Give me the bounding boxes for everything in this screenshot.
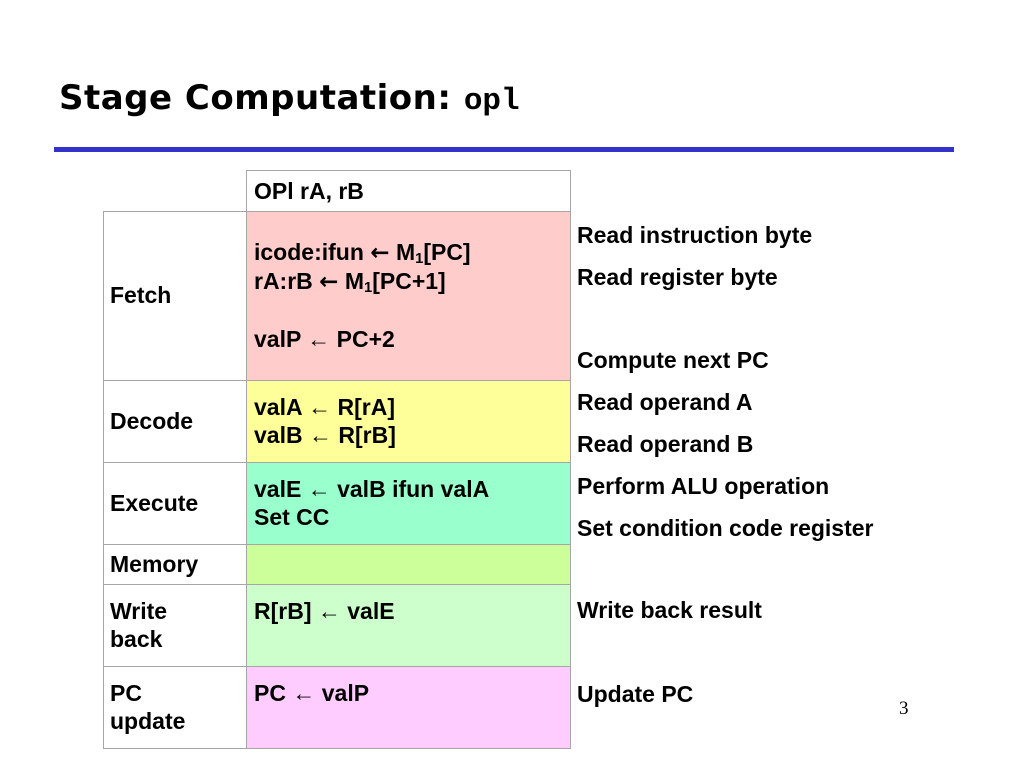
instruction-header-cell: OPl rA, rB [246, 170, 571, 212]
formula-cell-pc-update: PC ← valP [246, 666, 571, 749]
formula-text: M [395, 238, 416, 265]
formula-line-fetch-1: icode:ifun ← M1[PC] [254, 239, 570, 269]
stage-label-write-back: Write back [103, 584, 247, 667]
left-arrow-icon: ← [319, 269, 339, 296]
description-perform-alu-operation: Perform ALU operation [577, 473, 830, 499]
formula-line-fetch-2: rA:rB ← M1[PC+1] [254, 268, 570, 298]
formula-line-fetch-3: valP ← PC+2 [254, 325, 395, 352]
formula-cell-execute: valE ← valB ifun valA Set CC [246, 462, 571, 545]
description-read-register-byte: Read register byte [577, 264, 778, 290]
formula-cell-write-back: R[rB] ← valE [246, 584, 571, 667]
table-row: Decode valA ← R[rA] valB ← R[rB] [103, 380, 571, 463]
header-blank-corner [104, 171, 247, 212]
description-compute-next-pc: Compute next PC [577, 347, 769, 373]
table-row: Fetch icode:ifun ← M1[PC] rA:rB ← M1[PC+… [103, 211, 571, 381]
page-title: Stage Computation: opl [59, 78, 520, 119]
page-title-main: Stage Computation: [59, 78, 452, 118]
formula-line-execute-2: Set CC [254, 503, 330, 530]
page-title-instruction: opl [463, 84, 520, 119]
formula-subscript: 1 [415, 250, 424, 267]
formula-text: M [344, 268, 365, 295]
formula-cell-decode: valA ← R[rA] valB ← R[rB] [246, 380, 571, 463]
stage-label-line-1: Write [110, 598, 168, 625]
formula-text: icode:ifun [254, 238, 364, 265]
stage-computation-table: OPl rA, rB Fetch icode:ifun ← M1[PC] rA:… [103, 170, 571, 749]
page-number: 3 [899, 698, 909, 719]
formula-cell-memory [246, 544, 571, 585]
left-arrow-icon: ← [370, 239, 390, 266]
formula-cell-fetch: icode:ifun ← M1[PC] rA:rB ← M1[PC+1] val… [246, 211, 571, 381]
stage-label-execute: Execute [103, 462, 247, 545]
stage-label-line-2: update [110, 707, 186, 734]
table-row: Memory [103, 544, 571, 585]
table-row: Execute valE ← valB ifun valA Set CC [103, 462, 571, 545]
formula-subscript: 1 [364, 280, 373, 297]
formula-line-pc-1: PC ← valP [254, 679, 370, 706]
formula-text: [PC+1] [372, 268, 446, 295]
stage-label-pc-update: PC update [103, 666, 247, 749]
description-read-operand-b: Read operand B [577, 431, 754, 457]
description-update-pc: Update PC [577, 681, 694, 707]
table-row: PC update PC ← valP [103, 666, 571, 749]
formula-line-write-1: R[rB] ← valE [254, 597, 395, 624]
formula-line-decode-2: valB ← R[rB] [254, 421, 396, 448]
formula-line-decode-1: valA ← R[rA] [254, 393, 395, 420]
description-read-operand-a: Read operand A [577, 389, 753, 415]
title-divider [54, 147, 954, 152]
table-header-row: OPl rA, rB [104, 170, 571, 212]
formula-text: [PC] [423, 238, 471, 265]
formula-text: rA:rB [254, 268, 313, 295]
description-set-condition-code: Set condition code register [577, 515, 874, 541]
description-read-instruction-byte: Read instruction byte [577, 222, 813, 248]
stage-label-line-1: PC [110, 680, 142, 707]
stage-label-fetch: Fetch [103, 211, 247, 381]
description-write-back-result: Write back result [577, 597, 762, 623]
stage-label-line-2: back [110, 625, 163, 652]
stage-label-memory: Memory [103, 544, 247, 585]
formula-line-execute-1: valE ← valB ifun valA [254, 475, 490, 502]
stage-label-decode: Decode [103, 380, 247, 463]
table-row: Write back R[rB] ← valE [103, 584, 571, 667]
